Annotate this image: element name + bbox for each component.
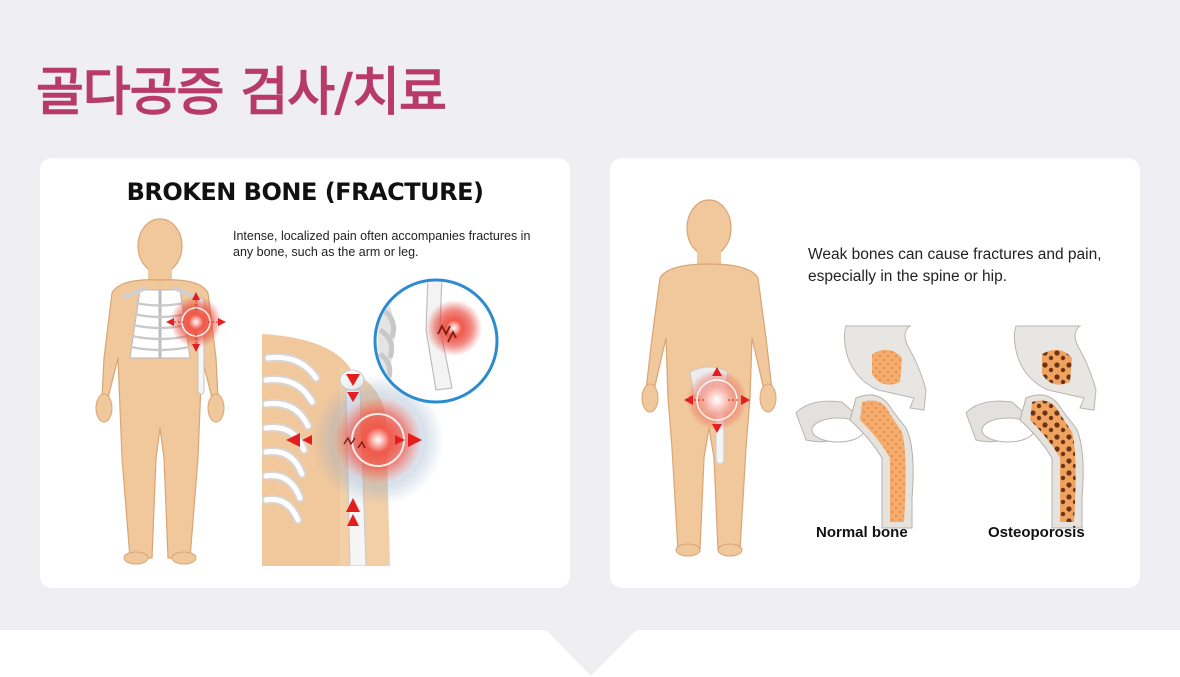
normal-bone-label: Normal bone bbox=[816, 524, 908, 541]
human-body-icon bbox=[95, 218, 225, 565]
fracture-heading: BROKEN BONE (FRACTURE) bbox=[126, 178, 484, 206]
normal-hip-bone-icon bbox=[795, 325, 927, 529]
fracture-description: Intense, localized pain often accompanie… bbox=[233, 229, 531, 259]
page-title: 골다공증 검사/치료 bbox=[36, 62, 447, 123]
osteoporosis-illustration bbox=[641, 199, 1097, 557]
zoom-circle-icon bbox=[373, 278, 499, 404]
pain-arrows-icon bbox=[166, 292, 226, 352]
section-pointer bbox=[546, 630, 636, 676]
osteoporosis-description: Weak bones can cause fractures and pain,… bbox=[808, 246, 1102, 285]
osteoporosis-label: Osteoporosis bbox=[988, 524, 1085, 541]
osteoporosis-hip-bone-icon bbox=[965, 325, 1097, 529]
osteoporosis-card: Weak bones can cause fractures and pain,… bbox=[610, 158, 1140, 588]
pain-arrows-icon bbox=[684, 367, 750, 433]
fracture-card: BROKEN BONE (FRACTURE) Intense, localize… bbox=[40, 158, 570, 588]
fracture-illustration bbox=[95, 218, 499, 566]
